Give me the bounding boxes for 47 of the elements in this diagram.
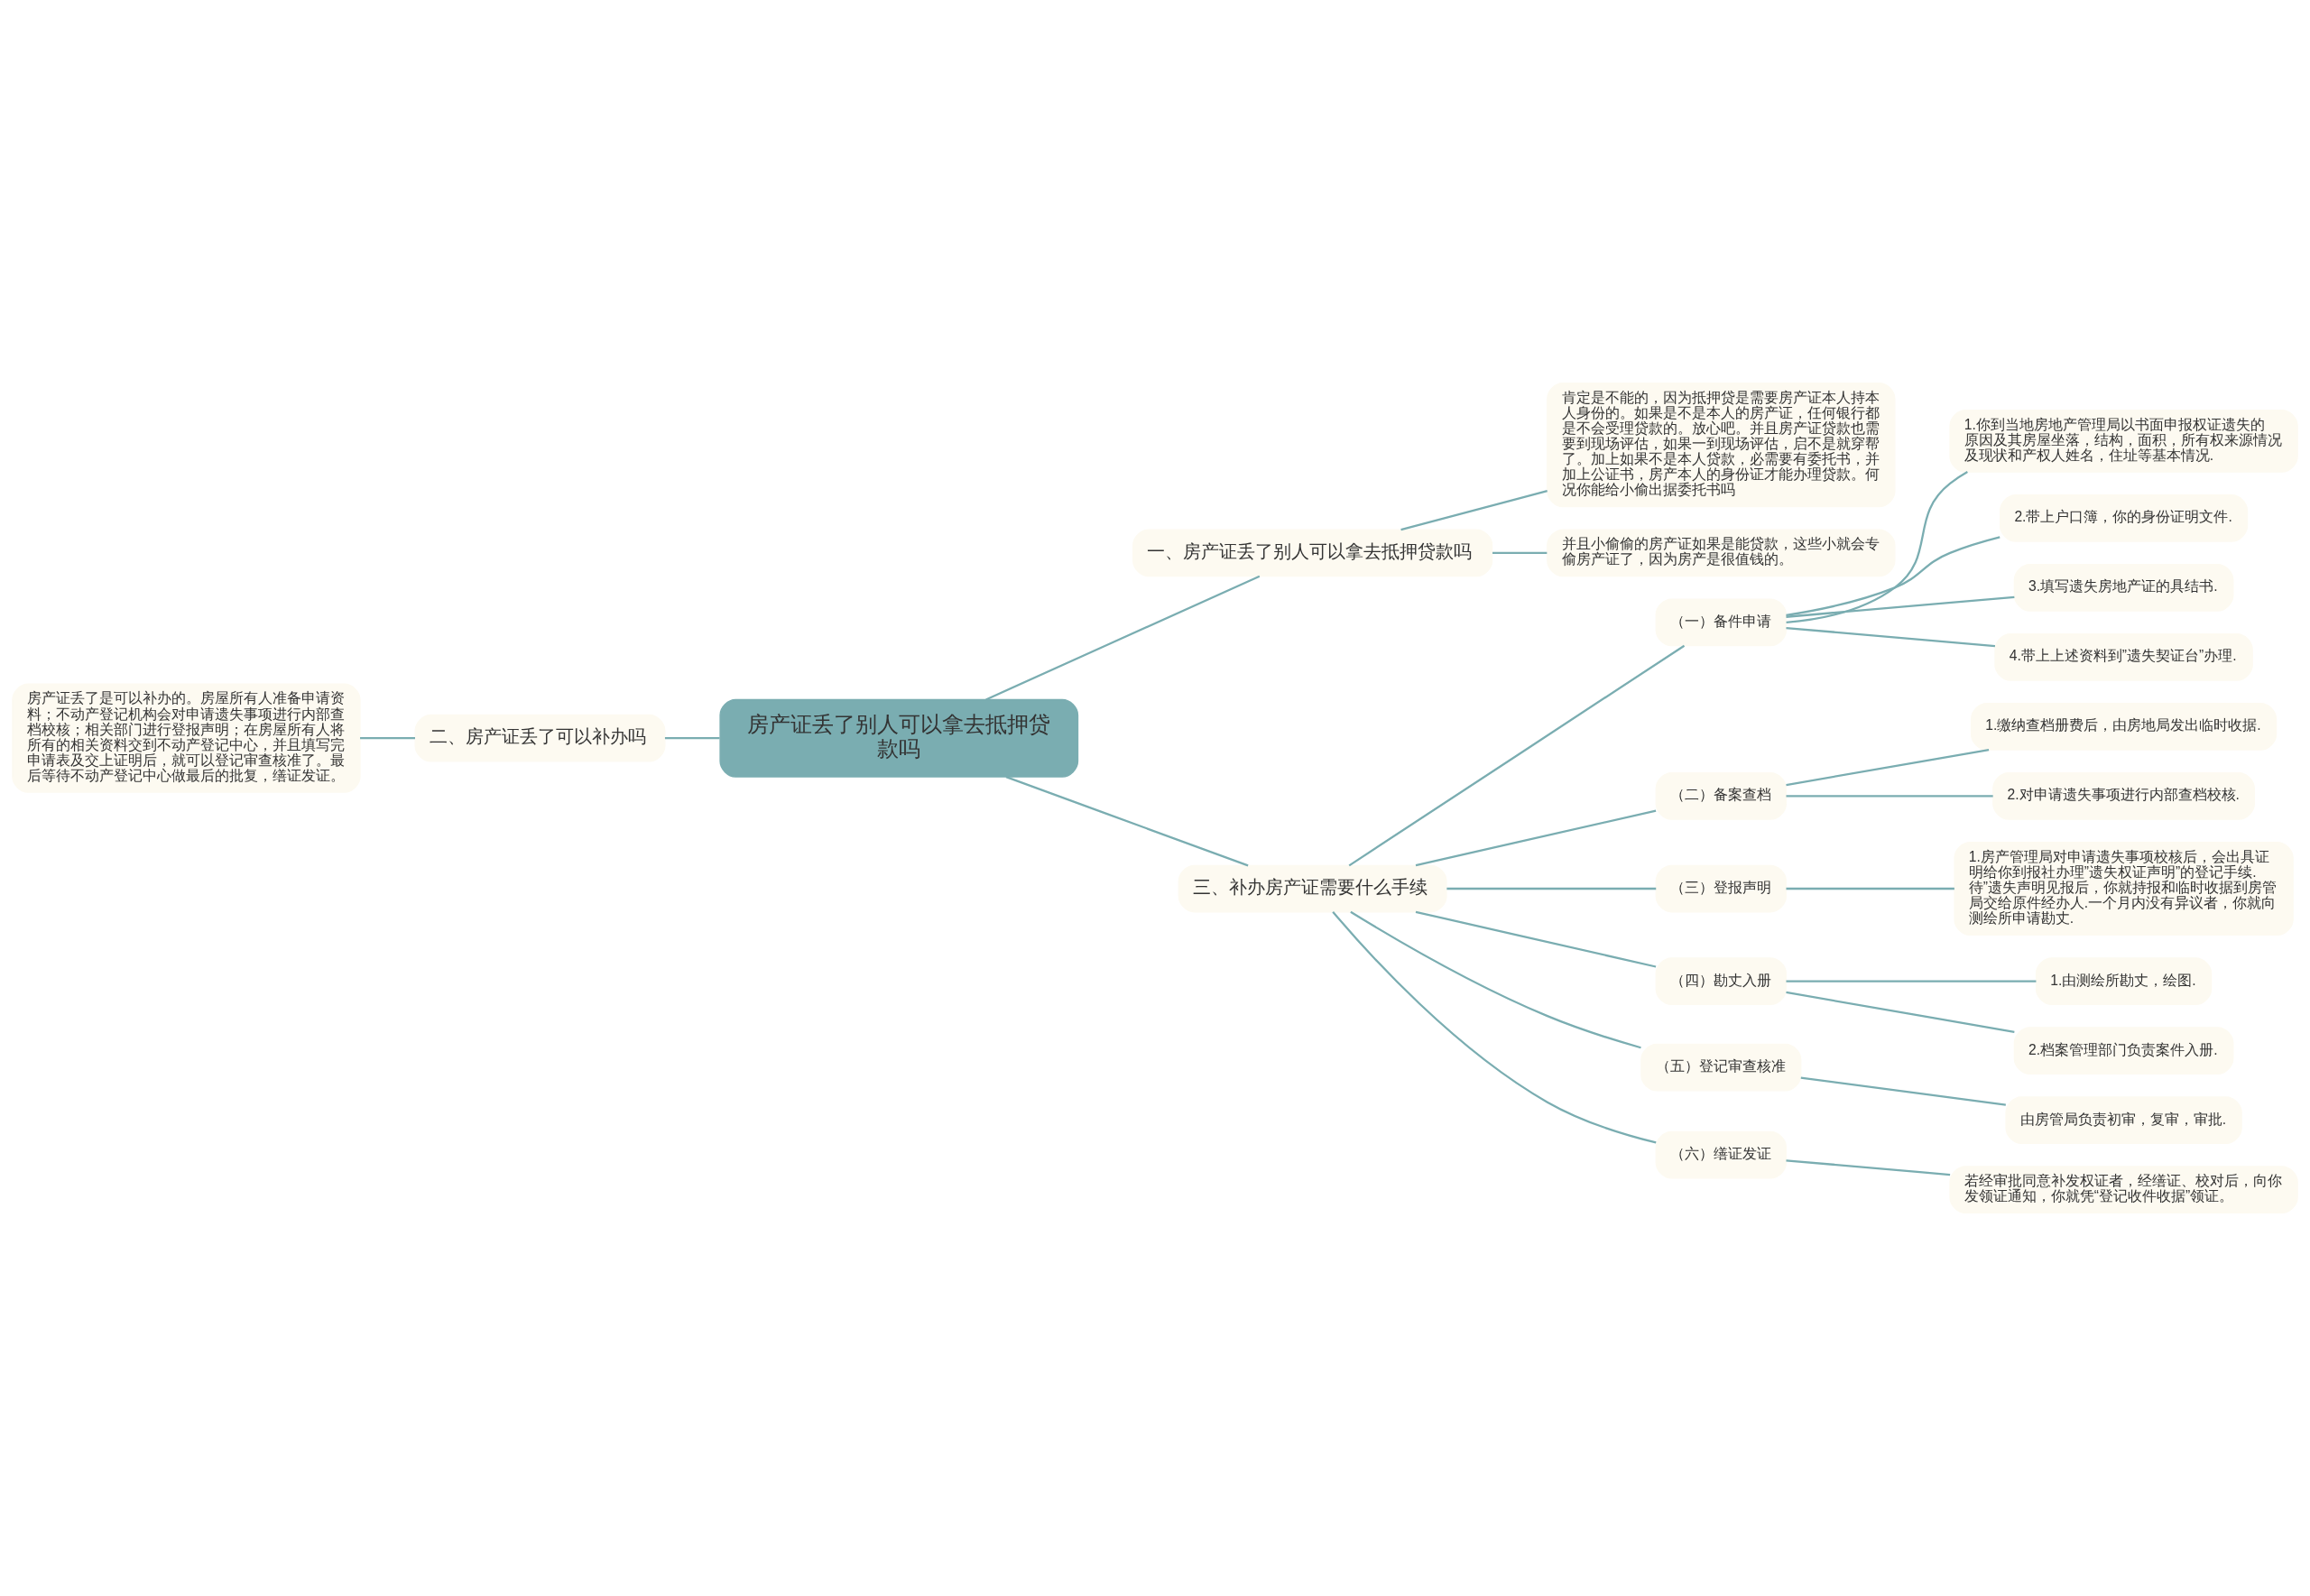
node-box: 2.档案管理部门负责案件入册. — [2013, 1027, 2234, 1075]
node-box: 肯定是不能的，因为抵押贷是需要房产证本人持本人身份的。如果是不是本人的房产证，任何银行都是不会受理贷款的。放心吧。并且房产证贷款也需要到现场评估，如果一到现场评估，启不是就穿帮了。加上如果不是本人贷款，必需要有委托书，并加上公证书，房产本人的身份证才能办理贷款。何况你能给小偷出据委托书吗 — [1547, 383, 1896, 508]
node-box: （二）备案查档 — [1655, 772, 1788, 820]
connector — [1786, 626, 1996, 648]
connector — [1350, 910, 1641, 1049]
node-box: （六）缮证发证 — [1655, 1130, 1788, 1179]
node-box: （三）登报声明 — [1655, 864, 1788, 913]
connector — [1786, 536, 2000, 616]
node-box: （五）登记审查核准 — [1640, 1043, 1802, 1092]
node-box: 并且小偷偷的房产证如果是能贷款，这些小就会专偷房产证了，因为房产是很值钱的。 — [1547, 529, 1896, 577]
connector — [1786, 748, 1990, 787]
node-box: 2.对申请遗失事项进行内部查档校核. — [1992, 772, 2255, 820]
node-box: 若经审批同意补发权证者，经缮证、校对后，向你发领证通知，你就凭“登记收件收据”领证。 — [1949, 1166, 2298, 1213]
connector — [1786, 991, 2015, 1033]
node-box: 1.缴纳查档册费后，由房地局发出临时收据. — [1970, 703, 2278, 751]
connector — [985, 575, 1261, 701]
connector — [1400, 489, 1548, 531]
node-box: 房产证丢了别人可以拿去抵押贷款吗 — [719, 698, 1079, 778]
connector — [1786, 795, 1993, 798]
connector — [1786, 1159, 1951, 1176]
node-box: 1.由测绘所勘丈，绘图. — [2035, 957, 2213, 1006]
connector — [1446, 887, 1657, 890]
connector — [1005, 776, 1249, 867]
connector — [1786, 471, 1968, 624]
connector — [1800, 1076, 2006, 1106]
node-box: 2.带上户口簿，你的身份证明文件. — [2000, 494, 2249, 542]
node-box: 1.你到当地房地产管理局以书面申报权证遗失的原因及其房屋坐落，结构，面积，所有权来源情况及现状和产权人姓名，住址等基本情况. — [1949, 409, 2298, 473]
connector — [1332, 911, 1657, 1144]
connector — [1492, 551, 1548, 555]
connector — [1415, 910, 1657, 968]
node-box: 3.填写遗失房地产证的具结书. — [2013, 564, 2234, 612]
node-box: 三、补办房产证需要什么手续 — [1178, 864, 1447, 913]
connector — [1786, 595, 2015, 618]
connector — [1786, 980, 2037, 983]
node-box: （四）勘丈入册 — [1655, 957, 1788, 1006]
node-box: 由房管局负责初审，复审，审批. — [2005, 1096, 2242, 1145]
node-box: 1.房产管理局对申请遗失事项校核后，会出具证明给你到报社办理”遗失权证声明”的登记手续.待”遗失声明见报后，你就持报和临时收据到房管局交给原件经办人.一个月内没有异议者，你就向测绘所申请勘丈. — [1954, 841, 2294, 936]
node-box: 一、房产证丢了别人可以拿去抵押贷款吗 — [1132, 529, 1493, 577]
connector — [1348, 644, 1686, 867]
connector — [1786, 887, 1954, 890]
node-box: 二、房产证丢了可以补办吗 — [414, 714, 666, 762]
node-box: 房产证丢了是可以补办的。房屋所有人准备申请资料；不动产登记机构会对申请遗失事项进行内部查档校核；相关部门进行登报声明；在房屋所有人将所有的相关资料交到不动产登记中心，并且填写完申请表及交上证明后，就可以登记审查核准了。最后等待不动产登记中心做最后的批复，缮证发证。 — [12, 683, 361, 793]
node-box: 4.带上上述资料到”遗失契证台”办理. — [1994, 633, 2253, 681]
connector — [360, 737, 415, 740]
connector — [1415, 809, 1657, 867]
node-box: （一）备件申请 — [1655, 598, 1788, 647]
connector — [664, 737, 720, 740]
